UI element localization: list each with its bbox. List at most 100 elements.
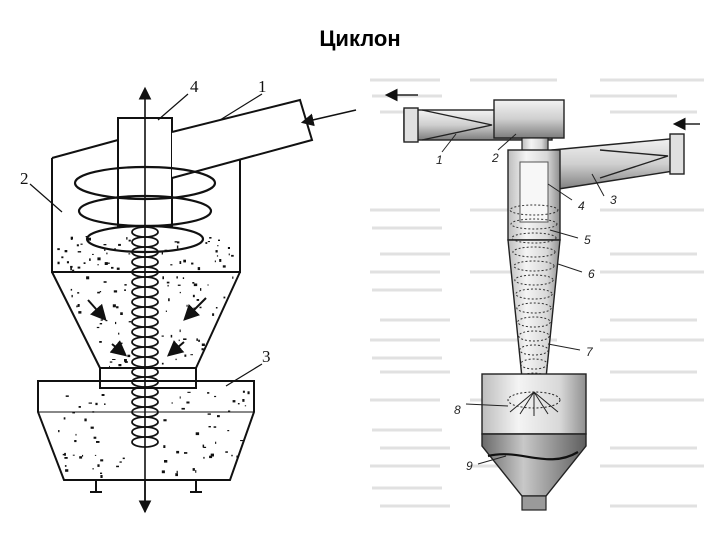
dust-speck (200, 288, 202, 291)
dust-speck (205, 242, 208, 244)
dust-speck (216, 255, 219, 257)
dust-speck (71, 294, 73, 298)
dust-speck (228, 410, 231, 412)
dust-speck (167, 284, 169, 287)
dust-speck (170, 334, 173, 338)
dust-speck (192, 282, 195, 284)
dust-speck (99, 323, 103, 325)
dust-speck (100, 475, 103, 478)
vortex-coil (519, 344, 549, 356)
dust-speck (70, 236, 73, 240)
dust-speck (72, 454, 75, 456)
dust-speck (209, 237, 212, 239)
dust-speck (176, 276, 178, 279)
dust-speck (161, 362, 164, 365)
dust-speck (201, 348, 204, 351)
dust-speck (104, 403, 106, 405)
dust-speck (57, 261, 60, 265)
dust-speck (124, 361, 128, 363)
outer-vortex (73, 165, 217, 254)
dust-speck (195, 432, 200, 436)
dust-speck (217, 245, 219, 247)
dust-speck (210, 456, 212, 458)
dust-speck (64, 250, 68, 253)
label-2-left: 2 (20, 169, 29, 188)
dust-speck (115, 321, 117, 325)
dust-speck (184, 354, 187, 357)
dust-speck (193, 283, 198, 287)
dust-speck (212, 313, 215, 316)
dust-speck (179, 396, 181, 399)
dust-speck (231, 454, 233, 457)
dust-speck (63, 417, 66, 420)
dust-speck (120, 312, 123, 315)
dust-speck (77, 304, 80, 307)
cyclone-cylinder (51, 150, 241, 273)
dust-speck (111, 266, 114, 269)
dust-speck (193, 307, 196, 309)
dust-speck (184, 452, 188, 454)
dust-speck (161, 251, 163, 255)
dust-speck (101, 318, 103, 321)
dust-speck (183, 338, 187, 340)
vortex-coil (509, 204, 559, 216)
label-4-left: 4 (190, 77, 199, 96)
dust-speck (64, 457, 68, 459)
dust-speck (116, 267, 120, 270)
dust-speck (83, 262, 86, 264)
dust-speck (92, 468, 94, 470)
label-1-right: 1 (436, 153, 443, 167)
dust-speck (215, 250, 218, 253)
dust-speck (217, 415, 220, 418)
dust-speck (65, 395, 69, 397)
dust-speck (97, 291, 100, 294)
label-4-right: 4 (578, 199, 585, 213)
vortex-coil (512, 246, 556, 258)
dust-speck (104, 248, 106, 251)
dust-speck (196, 299, 200, 301)
dust-speck (237, 403, 240, 405)
dust-speck (215, 307, 218, 309)
dust-speck (176, 470, 178, 474)
dust-speck (77, 251, 82, 253)
vortex-coils (509, 204, 559, 384)
dust-speck (223, 296, 226, 299)
dust-speck (203, 446, 207, 448)
dust-speck (222, 265, 226, 268)
dust-speck (101, 394, 105, 396)
dust-speck (190, 354, 193, 356)
dust-speck (84, 418, 87, 422)
dust-speck (116, 306, 119, 309)
dust-speck (192, 468, 195, 471)
dust-speck (79, 456, 83, 459)
dust-speck (82, 454, 84, 457)
vortex-coil (515, 288, 553, 300)
dust-speck (97, 257, 101, 261)
dust-speck (228, 253, 230, 256)
vortex-coil (520, 358, 548, 370)
dust-speck (75, 433, 77, 436)
dust-speck (100, 459, 104, 462)
vortex-coil (511, 232, 557, 244)
dust-speck (165, 310, 167, 312)
dust-speck (72, 412, 75, 414)
inlet-pipe-right (551, 133, 685, 191)
dust-speck (118, 364, 122, 367)
dust-speck (218, 239, 220, 241)
page-title: Циклон (319, 26, 401, 51)
dust-speck (90, 426, 94, 429)
dust-speck (166, 281, 170, 284)
dust-speck (161, 335, 164, 337)
dust-speck (104, 262, 108, 265)
dust-speck (118, 332, 120, 335)
hopper-outlet (521, 495, 547, 511)
dust-speck (127, 354, 131, 358)
dust-speck (100, 472, 103, 474)
dust-speck (227, 247, 230, 249)
dust-speck (88, 402, 92, 404)
dust-speck (179, 291, 181, 294)
dust-fan (507, 391, 561, 416)
dust-speck (214, 260, 216, 263)
dust-speck (177, 284, 181, 286)
dust-speck (161, 470, 165, 474)
